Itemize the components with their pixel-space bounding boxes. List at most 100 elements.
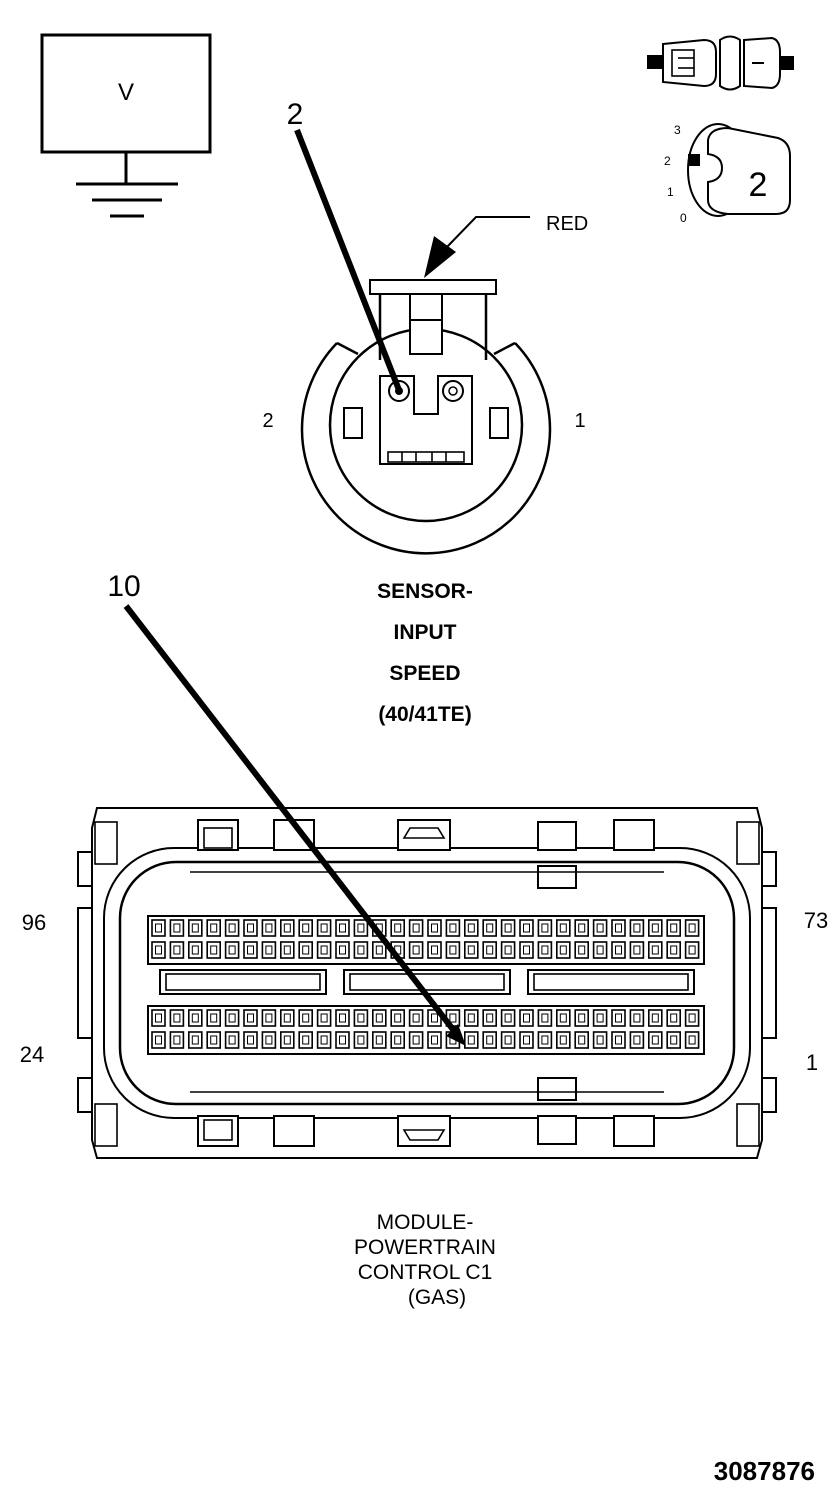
pin-cavity xyxy=(592,1009,608,1027)
pin-cavity xyxy=(592,1031,608,1049)
pin-contact xyxy=(541,923,549,933)
key-number: 2 xyxy=(749,166,768,204)
pin-cavity xyxy=(592,941,608,959)
pin-cavity xyxy=(243,919,258,937)
pin-cavity xyxy=(684,1031,700,1049)
pin-cavity xyxy=(169,919,185,937)
pin-contact xyxy=(670,1013,678,1023)
pin-contact xyxy=(173,1035,181,1045)
pin-contact xyxy=(431,1035,438,1045)
pin-contact xyxy=(320,945,328,955)
meter-label: V xyxy=(118,79,134,106)
pin-cavity xyxy=(537,941,553,959)
pin-contact xyxy=(375,945,383,955)
pin-contact xyxy=(559,945,567,955)
pin-cavity xyxy=(611,919,626,937)
pin-contact xyxy=(265,1013,273,1023)
pin-contact xyxy=(375,1035,383,1045)
pin-cavity xyxy=(629,941,645,959)
pin-contact xyxy=(228,945,236,955)
pin-contact xyxy=(210,1035,218,1045)
pin-contact xyxy=(541,1035,549,1045)
connector-icon xyxy=(647,35,794,91)
pin-cavity xyxy=(353,1009,369,1027)
pin-cavity xyxy=(316,941,332,959)
pin-cavity xyxy=(574,941,590,959)
pin-cavity xyxy=(445,941,461,959)
pin-contact xyxy=(283,1035,291,1045)
pin-cavity xyxy=(169,1009,185,1027)
pin-contact xyxy=(504,1013,512,1023)
pin-contact xyxy=(228,1013,236,1023)
module-title-3: CONTROL C1 xyxy=(358,1261,493,1284)
pin-contact xyxy=(265,1035,273,1045)
pin-cavity xyxy=(298,1031,314,1049)
pin-contact xyxy=(302,1035,310,1045)
pin-contact xyxy=(431,1013,438,1023)
pin-cavity xyxy=(279,1009,295,1027)
pin-contact xyxy=(247,1013,254,1023)
pin-contact xyxy=(357,923,365,933)
pin-cavity xyxy=(243,1031,258,1049)
pin-cavity xyxy=(574,919,590,937)
pin-cavity xyxy=(666,941,682,959)
pin-cavity xyxy=(261,919,277,937)
pin-contact xyxy=(615,923,622,933)
pin-cavity xyxy=(206,1009,221,1027)
probe-a: 2 xyxy=(287,98,402,392)
pin-contact xyxy=(302,945,310,955)
pin-cavity xyxy=(169,941,185,959)
pin-contact xyxy=(210,1013,218,1023)
pin-cavity xyxy=(647,1009,663,1027)
pin-cavity xyxy=(482,1031,498,1049)
pin-contact xyxy=(155,1035,162,1045)
module-title-2: POWERTRAIN xyxy=(354,1236,496,1259)
pin-cavity xyxy=(353,919,369,937)
pin-cavity xyxy=(611,1031,626,1049)
pin-contact xyxy=(320,923,328,933)
pin-cavity xyxy=(224,1009,240,1027)
pin-contact xyxy=(449,1013,457,1023)
pin-contact xyxy=(633,1035,641,1045)
pin-cavity xyxy=(574,1009,590,1027)
pin-contact xyxy=(523,923,530,933)
pin-contact xyxy=(467,1013,475,1023)
pin-cavity xyxy=(206,919,221,937)
pin-contact xyxy=(651,1013,659,1023)
pin-contact xyxy=(191,1013,199,1023)
key-scale-0: 0 xyxy=(680,211,687,225)
pin-contact xyxy=(596,1013,604,1023)
pin-contact xyxy=(504,945,512,955)
sensor-connector xyxy=(300,279,552,555)
pin-contact xyxy=(210,945,218,955)
pin-contact xyxy=(596,1035,604,1045)
pin-contact xyxy=(541,945,549,955)
pin-contact xyxy=(357,1013,365,1023)
pin-cavity xyxy=(500,1009,516,1027)
sensor-title-2: INPUT xyxy=(394,621,457,644)
pin-contact xyxy=(559,1035,567,1045)
pin-cavity xyxy=(427,1031,442,1049)
pin-contact xyxy=(449,945,457,955)
pin-cavity xyxy=(316,1009,332,1027)
pin-contact xyxy=(339,923,346,933)
pin-contact xyxy=(615,1013,622,1023)
pin-contact xyxy=(578,1035,586,1045)
probe-b-label: 10 xyxy=(107,570,140,603)
pin-cavity xyxy=(206,941,221,959)
pin-contact xyxy=(504,923,512,933)
pin-contact xyxy=(394,1035,402,1045)
pin-contact xyxy=(523,1035,530,1045)
pin-cavity xyxy=(188,941,203,959)
module-pin-24: 24 xyxy=(20,1042,44,1067)
figure-id: 3087876 xyxy=(714,1456,815,1486)
pin-contact xyxy=(615,945,622,955)
pin-contact xyxy=(155,923,162,933)
sensor-title-4: (40/41TE) xyxy=(378,703,471,726)
pin-cavity xyxy=(408,1009,424,1027)
pin-contact xyxy=(394,1013,402,1023)
pin-cavity xyxy=(188,1009,203,1027)
pin-cavity xyxy=(279,941,295,959)
pin-contact xyxy=(247,923,254,933)
pin-cavity xyxy=(463,919,479,937)
